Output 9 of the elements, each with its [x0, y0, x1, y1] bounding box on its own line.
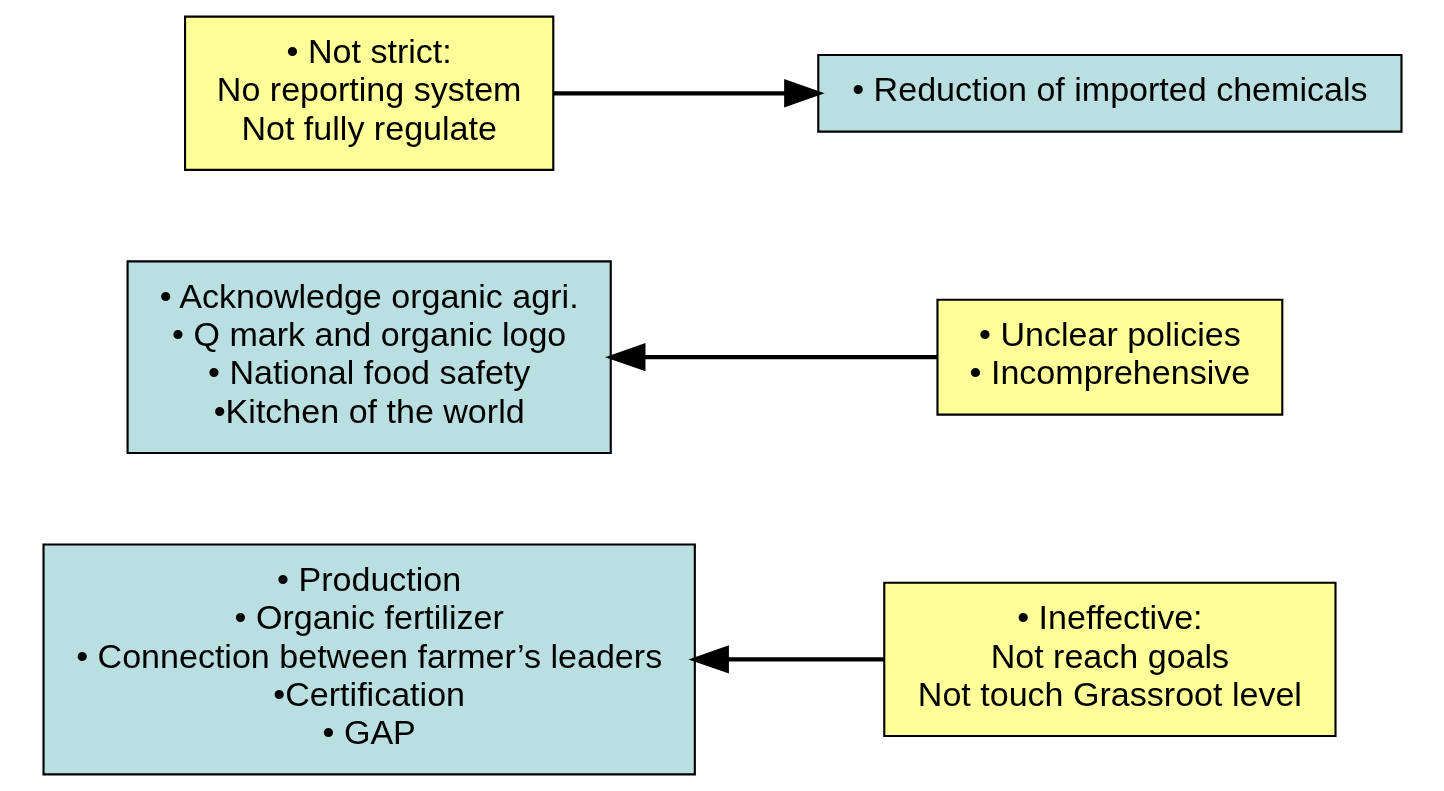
arrow — [552, 79, 825, 108]
node-box: • Production • Organic fertilizer • Connection between farmer’s leaders •Certification • GAP — [41, 543, 696, 776]
node-box: • Not strict: No reporting system Not fully regulate — [183, 15, 554, 171]
arrow — [687, 645, 884, 674]
node-box: • Acknowledge organic agri. • Q mark and organic logo • National food safety •Kitchen of the world — [126, 260, 612, 455]
node-box: • Unclear policies • Incomprehensive — [935, 298, 1283, 416]
node-box: • Ineffective: Not reach goals Not touch Grassroot level — [882, 581, 1337, 738]
arrow — [604, 343, 937, 372]
node-box: • Reduction of imported chemicals — [816, 53, 1403, 133]
